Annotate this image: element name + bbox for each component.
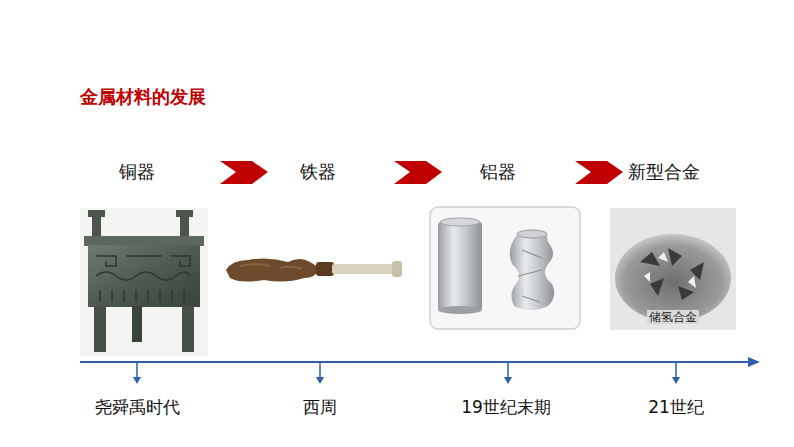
category-label: 铜器 <box>119 161 155 183</box>
category-label: 新型合金 <box>628 161 700 183</box>
category-label: 铁器 <box>300 161 336 183</box>
era-label: 21世纪 <box>648 397 704 417</box>
timeline <box>80 357 760 384</box>
aluminum-cans <box>430 207 580 329</box>
bronze-ding <box>80 208 208 356</box>
chevron-arrow <box>220 161 623 184</box>
category-label: 铝器 <box>480 161 516 183</box>
image-caption: 储氢合金 <box>647 310 699 324</box>
era-label: 尧舜禹时代 <box>95 397 180 417</box>
era-label: 19世纪末期 <box>461 397 551 417</box>
era-label: 西周 <box>303 397 337 417</box>
section-title: 金属材料的发展 <box>80 86 206 108</box>
alloy-pile <box>610 208 736 330</box>
iron-tool <box>226 258 402 281</box>
